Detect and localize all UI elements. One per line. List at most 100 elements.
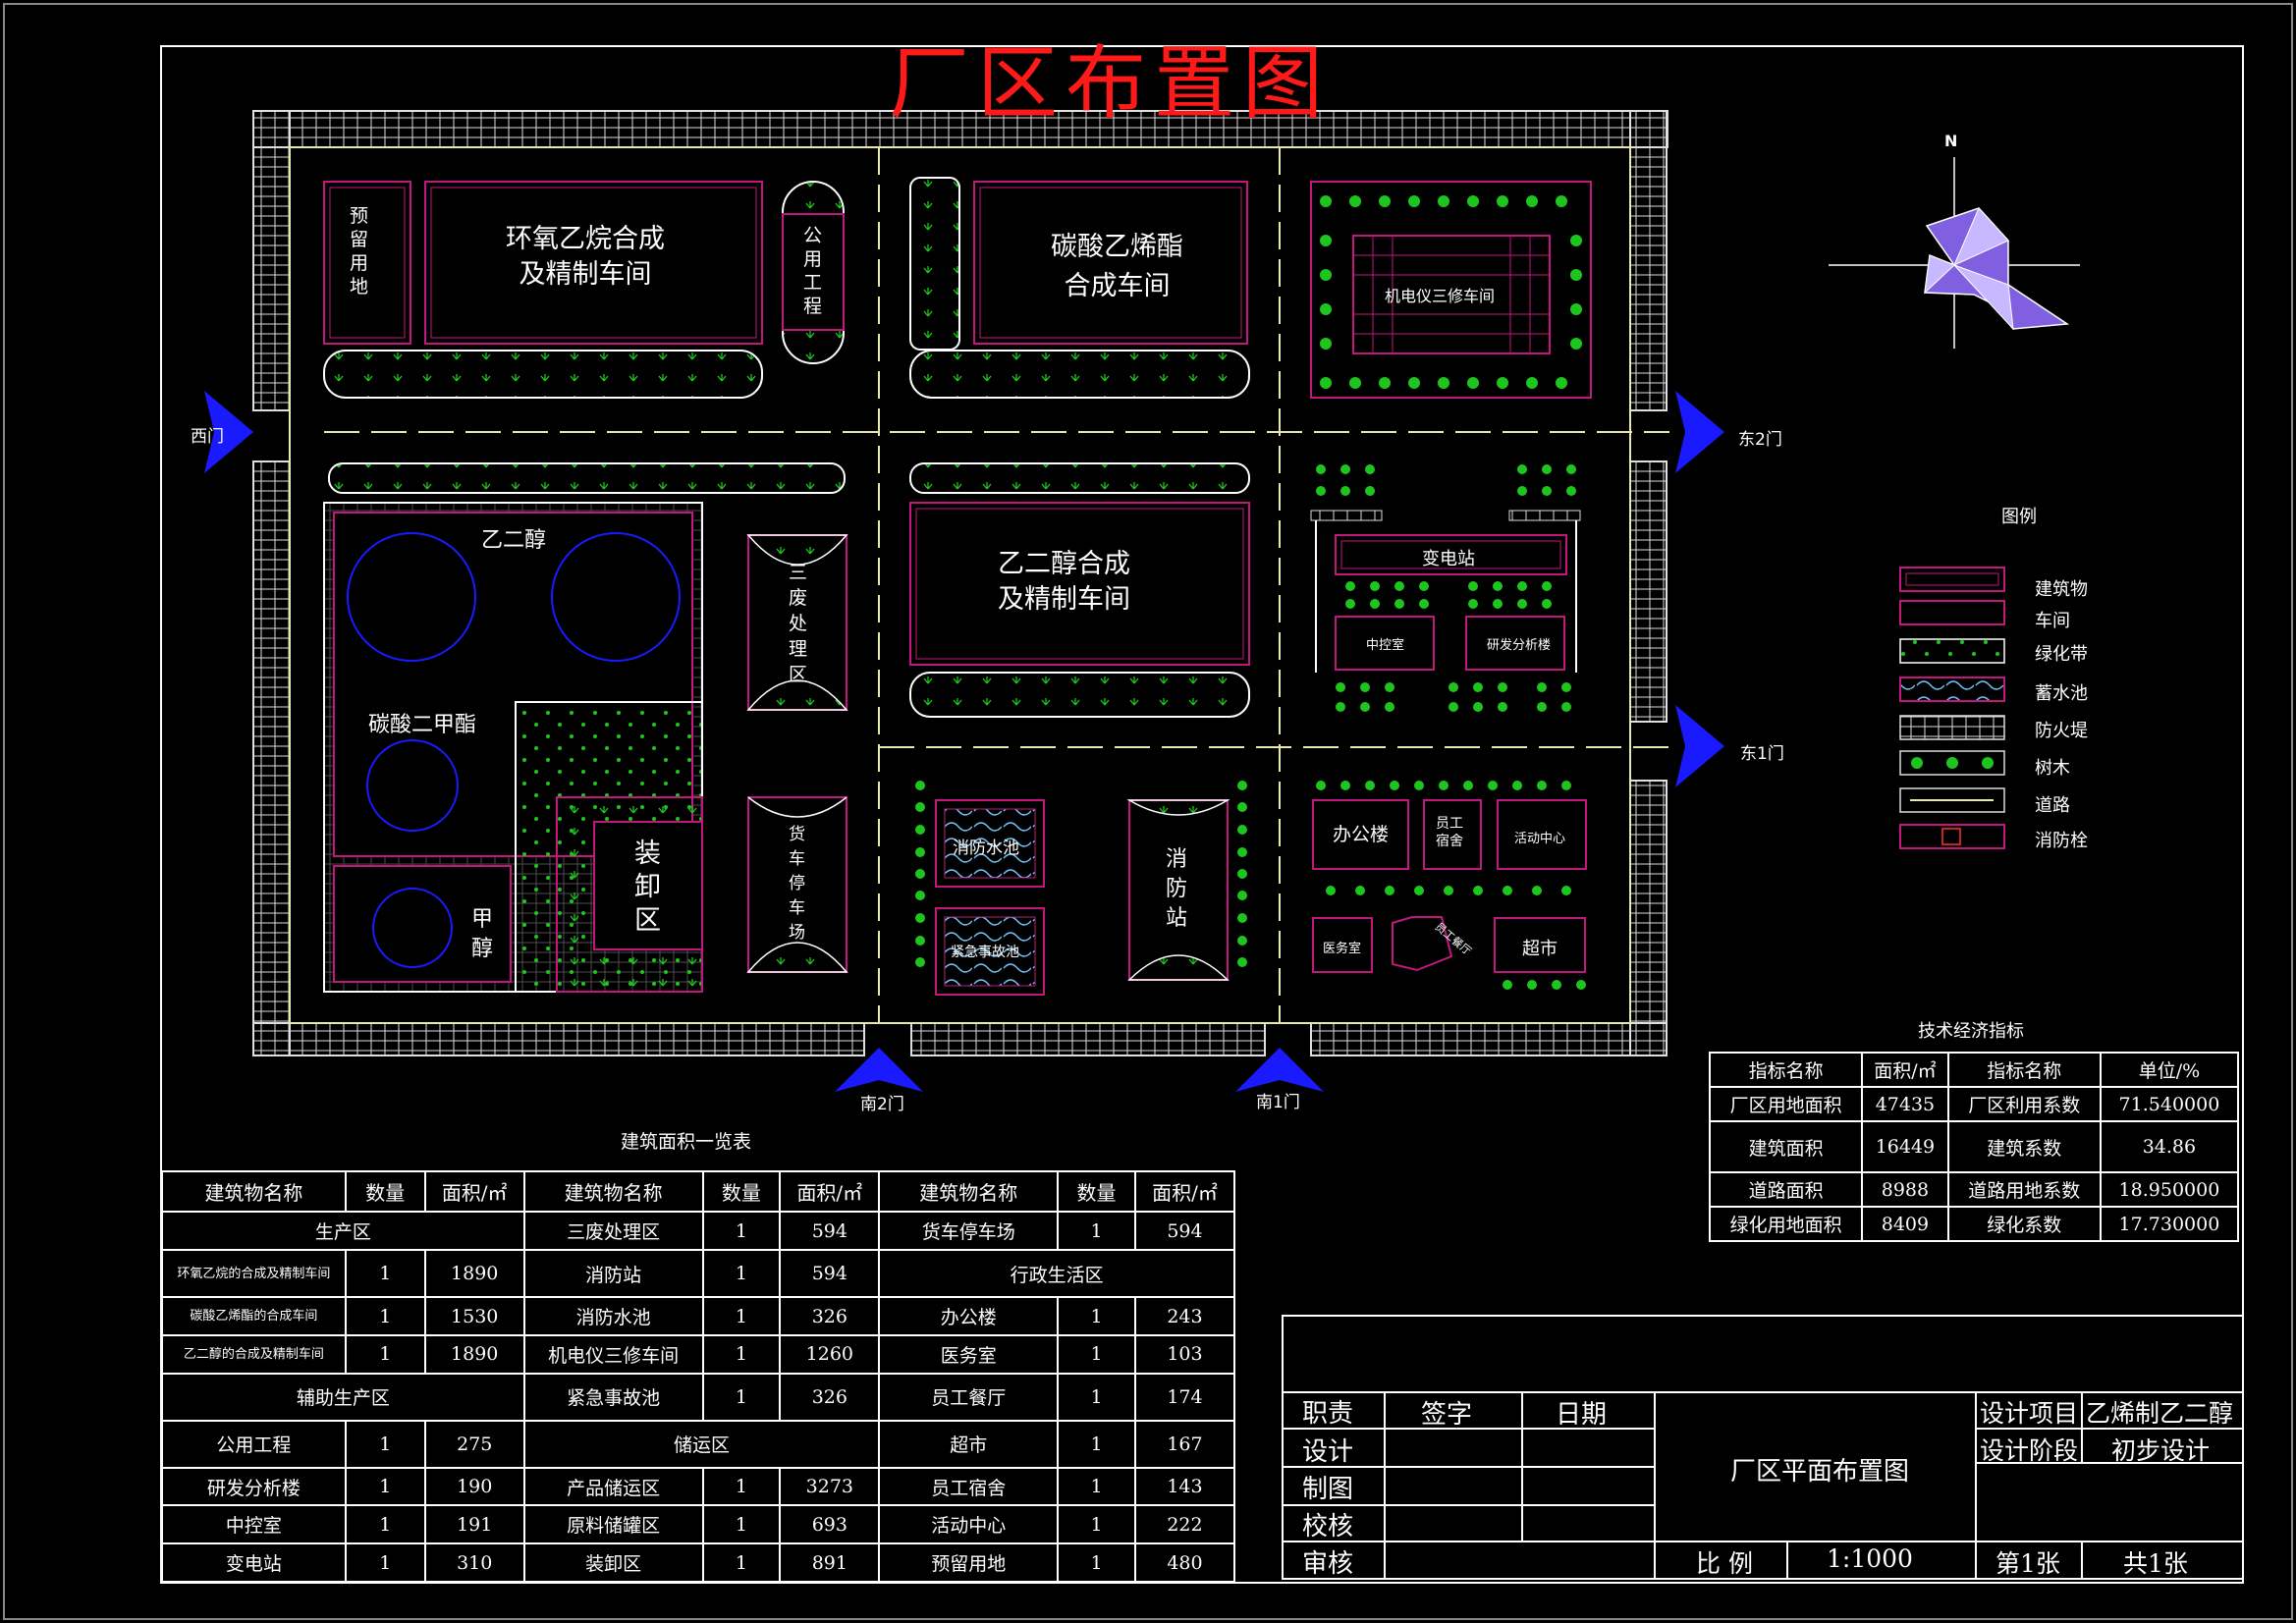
zone-label-methanol: 甲 醇 [471,907,494,961]
building-table-title: 建筑面积一览表 [621,1131,752,1153]
cell: 厂区利用系数 [1946,1086,2102,1122]
cell: 891 [779,1542,881,1583]
waste-zone [746,534,848,711]
zone-label-dmc-tank: 碳酸二甲酯 [368,713,477,737]
cell: 1 [1057,1372,1136,1422]
legend-item-workshop: 车间 [2035,611,2070,631]
cell: 预留用地 [878,1542,1060,1583]
tb-stage: 初步设计 [2111,1436,2211,1465]
cell: 建筑系数 [1946,1120,2102,1173]
cell: 103 [1133,1333,1236,1375]
cell: 生产区 [161,1211,525,1252]
cell: 167 [1133,1419,1236,1469]
tb-review: 审核 [1302,1549,1354,1579]
cell: 办公楼 [878,1296,1060,1336]
cell: 17.730000 [2099,1206,2240,1242]
tb-scale: 1:1000 [1827,1544,1913,1573]
legend-item-greenbelt: 绿化带 [2035,644,2088,665]
tb-stage-label: 设计阶段 [1980,1436,2079,1465]
cell: 原料储罐区 [522,1504,704,1545]
cell: 191 [423,1504,525,1545]
cell: 1 [344,1333,426,1375]
cell: 道路用地系数 [1946,1171,2102,1208]
cell: 机电仪三修车间 [522,1333,704,1375]
legend-item-building: 建筑物 [2035,579,2088,600]
cell: 储运区 [522,1419,881,1469]
plant-walls [252,110,1668,1056]
greenbelt [323,350,763,399]
cell: 数量 [701,1169,782,1214]
cell: 指标名称 [1708,1052,1864,1088]
legend-item-road: 道路 [2035,795,2070,816]
cell: 1 [701,1542,782,1583]
zone-label-dorm: 员工 宿舍 [1436,816,1463,849]
tb-total: 共1张 [2123,1549,2188,1578]
cell: 1 [344,1419,426,1469]
greenbelt [909,350,1250,399]
admin-buildings [1312,799,1587,973]
cell: 1 [344,1504,426,1545]
cell: 1 [701,1211,782,1252]
cell: 1 [1057,1211,1136,1252]
cell: 三废处理区 [522,1211,704,1252]
cell: 道路面积 [1708,1171,1864,1208]
zone-label-repair: 机电仪三修车间 [1385,287,1496,305]
zone-label-eg-tank: 乙二醇 [481,528,547,553]
gate-label-south1: 南1门 [1256,1093,1300,1112]
cell: 面积/㎡ [1861,1052,1949,1088]
cell: 47435 [1861,1086,1949,1122]
tb-drawing-name: 厂区平面布置图 [1730,1457,1910,1487]
cell: 指标名称 [1946,1052,2102,1088]
cell: 190 [423,1466,525,1507]
cell: 174 [1133,1372,1236,1422]
south1-gate-icon [1235,1048,1324,1092]
reserved-land [323,181,411,345]
cell: 辅助生产区 [161,1372,525,1422]
cell: 建筑物名称 [522,1169,704,1214]
cell: 480 [1133,1542,1236,1583]
cell: 1260 [779,1333,881,1375]
cell: 绿化用地面积 [1708,1206,1864,1242]
cell: 建筑面积 [1708,1120,1864,1173]
zone-label-eg-workshop: 乙二醇合成 及精制车间 [998,549,1130,615]
east1-gate-icon [1675,705,1724,787]
zone-label-control: 中控室 [1366,638,1405,653]
cell: 医务室 [878,1333,1060,1375]
cell: 326 [779,1372,881,1422]
legend-title: 图例 [2001,507,2037,527]
cell: 厂区用地面积 [1708,1086,1864,1122]
cell: 1 [344,1466,426,1507]
cell: 71.540000 [2099,1086,2240,1122]
zone-label-waste: 三 废 处 理 区 [789,562,808,685]
zone-label-fire-station: 消 防 站 [1166,847,1188,931]
cell: 面积/㎡ [1133,1169,1236,1214]
greenbelt [909,462,1250,494]
cell: 紧急事故池 [522,1372,704,1422]
cell: 18.950000 [2099,1171,2240,1208]
eg-tank [551,532,681,662]
zone-label-clinic: 医务室 [1323,942,1362,956]
greenbelt [328,462,846,494]
cell: 243 [1133,1296,1236,1336]
cell: 员工宿舍 [878,1466,1060,1507]
trees-admin [1316,781,1586,990]
cell: 1890 [423,1333,525,1375]
tb-duty: 职责 [1302,1399,1354,1429]
cell: 1 [701,1333,782,1375]
tb-project: 乙烯制乙二醇 [2086,1399,2234,1428]
cell: 公用工程 [161,1419,347,1469]
zone-label-market: 超市 [1522,939,1558,959]
cell: 16449 [1861,1120,1949,1173]
compass-rose-icon [1829,157,2080,349]
cell: 594 [779,1211,881,1252]
cell: 1 [1057,1296,1136,1336]
cell: 1890 [423,1249,525,1299]
cell: 数量 [344,1169,426,1214]
cell: 594 [1133,1211,1236,1252]
repair-workshop [1310,181,1592,399]
tech-table-title: 技术经济指标 [1918,1021,2024,1042]
cell: 碳酸乙烯酯的合成车间 [161,1296,347,1336]
gate-label-east1: 东1门 [1740,744,1784,764]
cell: 消防站 [522,1249,704,1299]
legend-item-reservoir: 蓄水池 [2035,683,2088,704]
